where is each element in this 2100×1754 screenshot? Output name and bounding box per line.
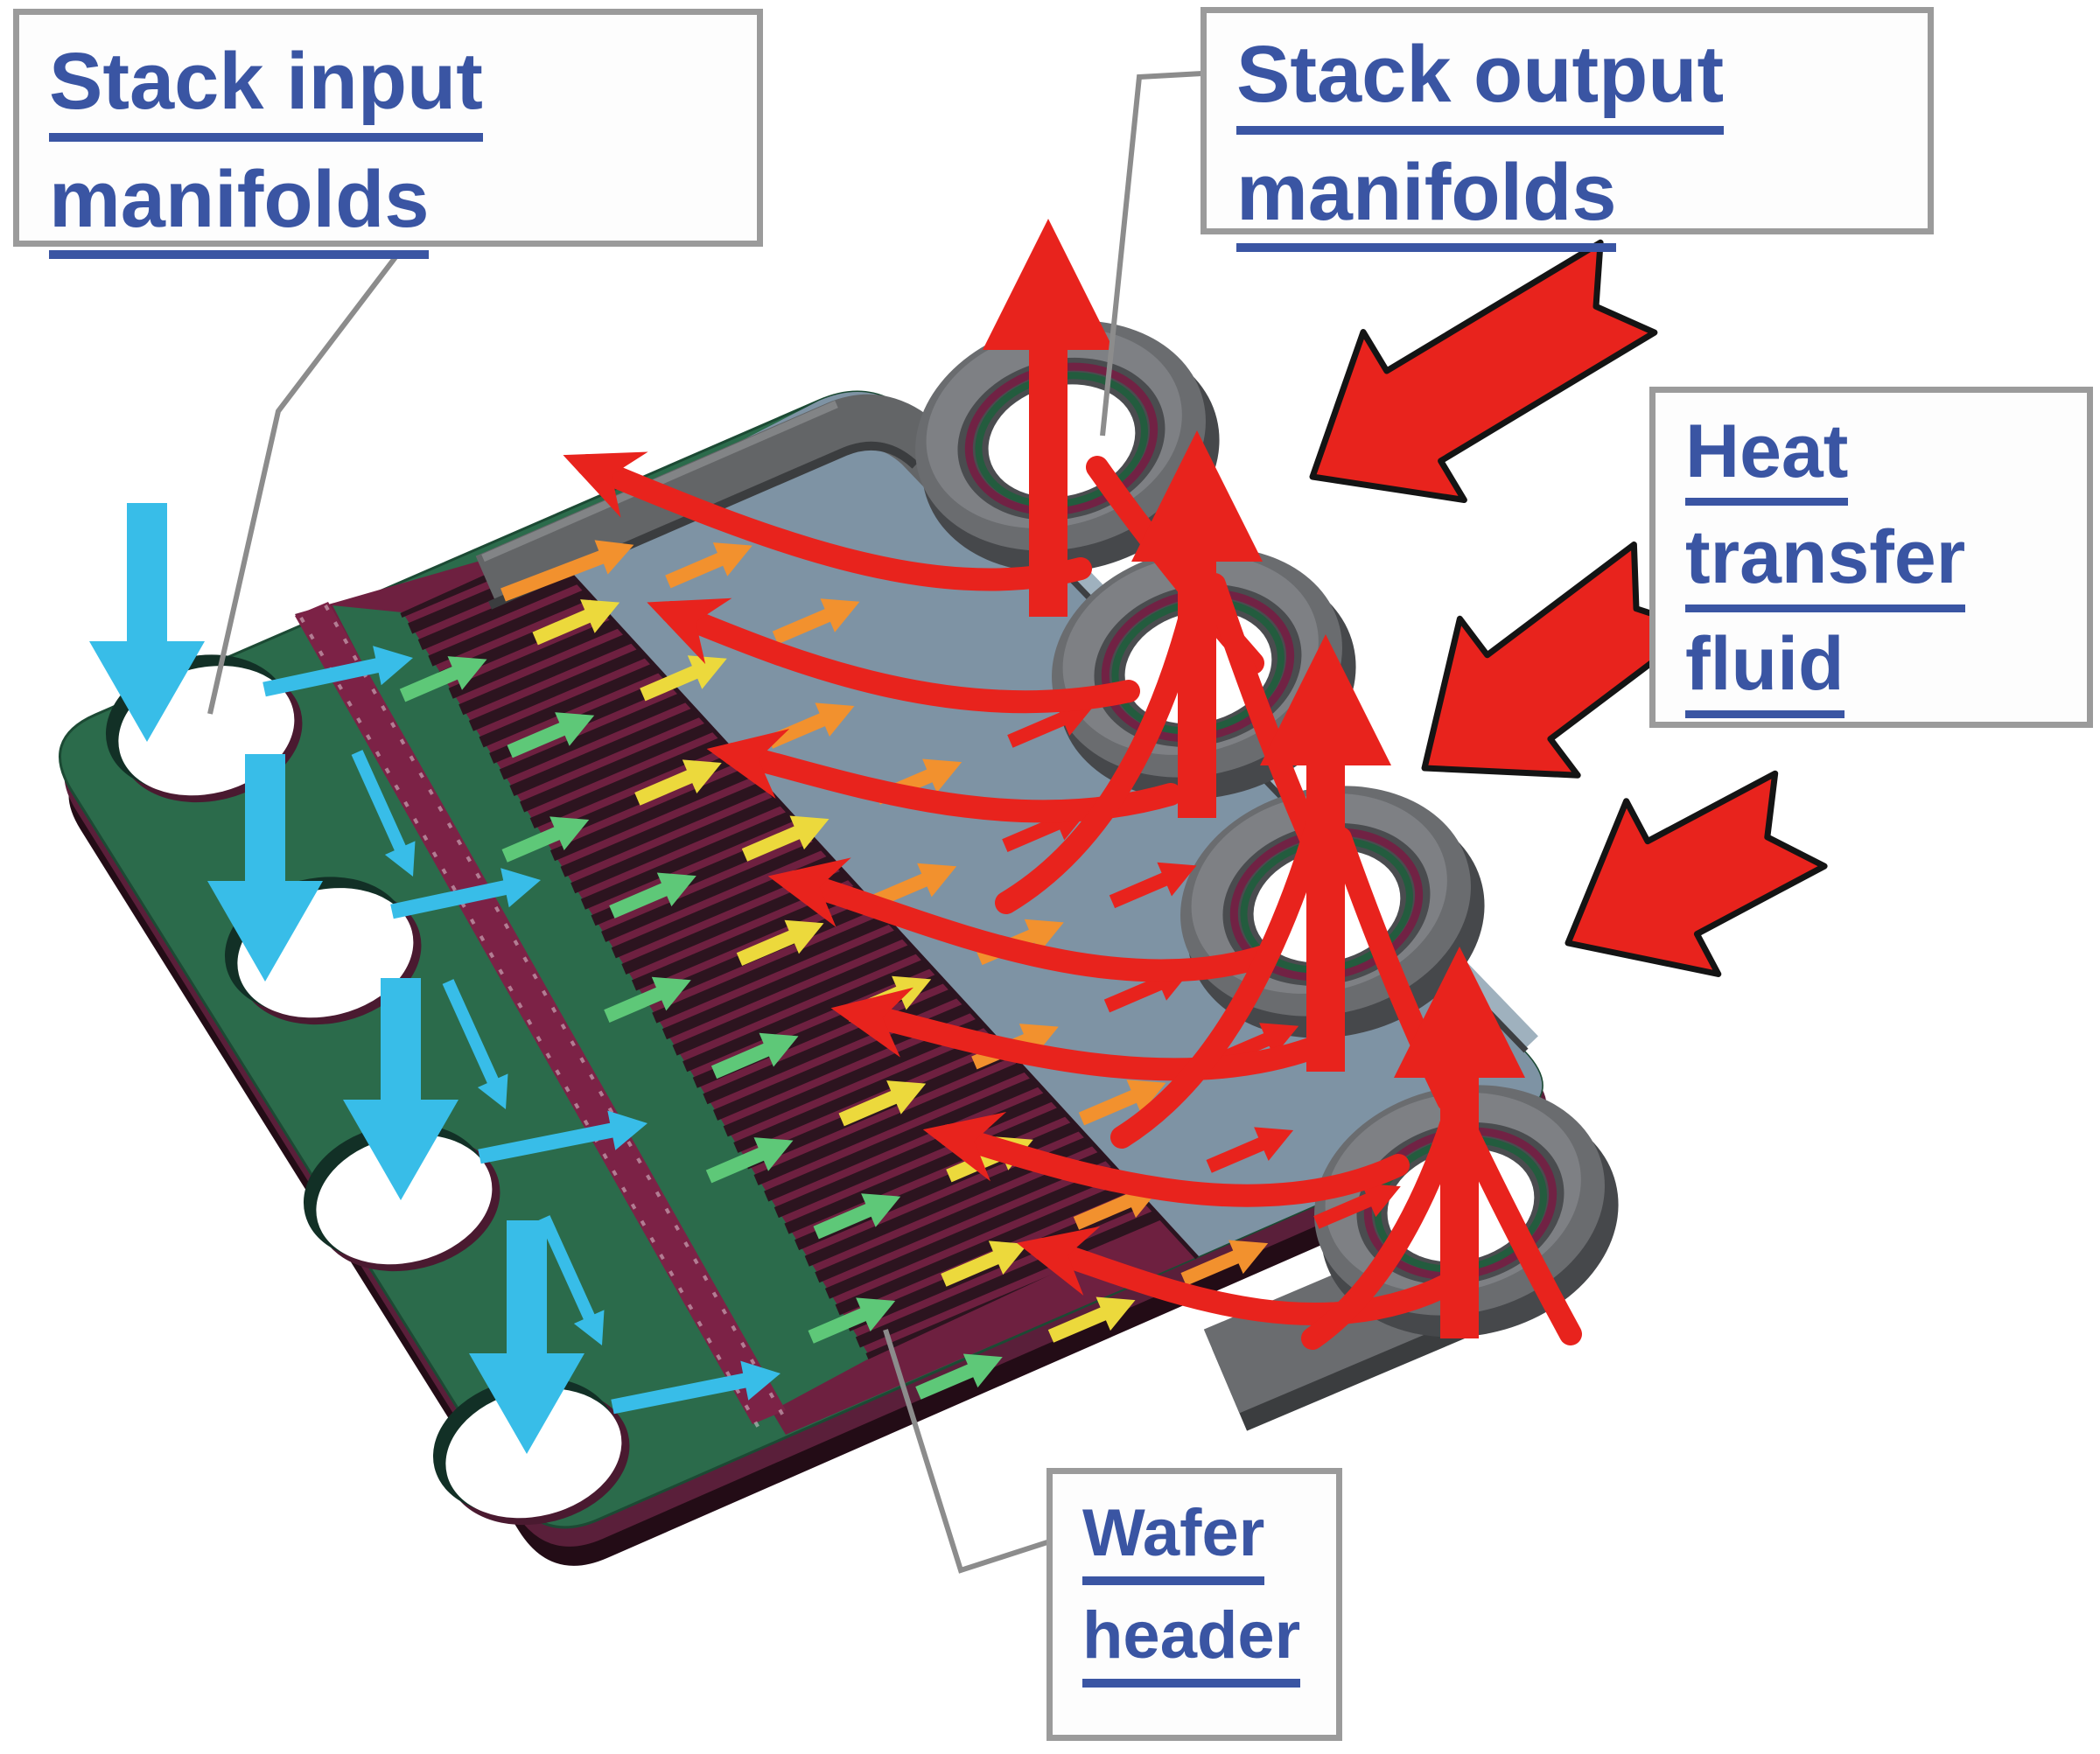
channel-flow-arrow bbox=[1047, 1296, 1136, 1343]
channel-flow-arrow bbox=[838, 1080, 927, 1127]
heat-transfer-fluid-arrow bbox=[1564, 770, 1828, 977]
label-row: Wafer bbox=[1082, 1495, 1306, 1586]
inlet-side-arrow bbox=[390, 868, 541, 919]
channel-flow-arrow bbox=[507, 712, 595, 758]
channel-flow-arrow bbox=[665, 542, 752, 589]
stack-input-arrow bbox=[89, 503, 205, 742]
label-stack-input-manifolds: Stack input manifolds bbox=[13, 9, 763, 260]
stack-input-arrow bbox=[207, 754, 323, 982]
wafer-header-bar bbox=[295, 602, 786, 1424]
label-row: Stack output bbox=[1236, 29, 1898, 135]
channel-flow-arrow bbox=[501, 816, 590, 863]
channel-flow-arrow bbox=[604, 976, 691, 1023]
channel-flow-arrow bbox=[772, 598, 860, 645]
label-text: fluid bbox=[1685, 625, 1844, 719]
label-text: Stack input bbox=[49, 39, 483, 142]
channel-flow-arrow bbox=[1109, 862, 1197, 909]
label-stack-output-manifolds: Stack output manifolds bbox=[1200, 7, 1934, 253]
leader-line bbox=[1100, 71, 1203, 437]
channel-flow-arrow bbox=[869, 863, 957, 909]
channel-flow-arrow bbox=[500, 540, 634, 602]
inlet-side-arrow bbox=[611, 1360, 780, 1415]
fluid-merge-curve bbox=[1203, 573, 1326, 858]
stack-output-arrow bbox=[1131, 430, 1263, 818]
label-row: manifolds bbox=[49, 154, 727, 260]
stack-input-arrow bbox=[343, 978, 458, 1200]
label-wafer-header: Wafer header bbox=[1046, 1468, 1342, 1741]
label-row: fluid bbox=[1685, 621, 2057, 719]
channel-flow-arrow bbox=[634, 759, 722, 806]
fluid-spread-arrow bbox=[767, 857, 1278, 982]
channel-flow-arrow bbox=[399, 656, 487, 702]
leader-line bbox=[883, 1329, 1051, 1574]
fluid-spread-arrow bbox=[1016, 1226, 1460, 1325]
channel-flow-arrow bbox=[532, 599, 620, 646]
heat-transfer-fluid-arrow bbox=[1309, 239, 1658, 503]
header-flow-arrow bbox=[442, 979, 508, 1109]
label-row: header bbox=[1082, 1597, 1306, 1688]
stack-input-arrow bbox=[469, 1220, 584, 1454]
channel-flow-arrow bbox=[813, 1193, 901, 1240]
fluid-merge-curve bbox=[995, 605, 1201, 914]
channel-flow-arrow bbox=[1180, 1240, 1269, 1286]
input-manifold-hole bbox=[303, 1123, 500, 1272]
label-text: header bbox=[1082, 1601, 1301, 1688]
label-text: transfer bbox=[1685, 519, 1966, 612]
stack-output-arrow bbox=[1260, 634, 1391, 1072]
label-row: Stack input bbox=[49, 36, 727, 142]
fluid-spread-arrow bbox=[830, 987, 1324, 1081]
fluid-merge-curve bbox=[1301, 1108, 1464, 1350]
label-row: manifolds bbox=[1236, 147, 1898, 253]
fluid-merge-curve bbox=[1454, 1117, 1582, 1345]
label-heat-transfer-fluid: Heat transfer fluid bbox=[1649, 387, 2093, 728]
channel-flow-arrow bbox=[609, 872, 696, 919]
channel-flow-arrow bbox=[1206, 1127, 1294, 1173]
fluid-spread-arrow bbox=[563, 451, 1092, 591]
channel-flow-arrow bbox=[915, 1353, 1003, 1400]
distribution-gap bbox=[332, 605, 871, 1419]
channel-flow-arrow bbox=[941, 1240, 1028, 1287]
channel-flow-arrow bbox=[808, 1297, 896, 1344]
header-flow-arrow bbox=[351, 750, 416, 877]
heat-transfer-fluid-arrow bbox=[1421, 542, 1701, 779]
flow-arrows bbox=[89, 219, 1828, 1454]
channel-flow-arrow bbox=[741, 815, 830, 862]
fluid-merge-curve bbox=[1110, 811, 1329, 1149]
channel-flow-arrow bbox=[736, 919, 824, 966]
header-flow-arrow bbox=[538, 1215, 605, 1345]
label-text: manifolds bbox=[1236, 150, 1617, 253]
channel-flow-arrow bbox=[1007, 702, 1095, 748]
channel-flow-arrow bbox=[1078, 1080, 1166, 1126]
inlet-side-arrow bbox=[478, 1110, 648, 1164]
label-text: manifolds bbox=[49, 157, 430, 260]
channel-flow-arrow bbox=[710, 1032, 799, 1080]
channel-flow-arrow bbox=[640, 655, 727, 702]
label-text: Wafer bbox=[1082, 1499, 1265, 1586]
label-text: Stack output bbox=[1236, 32, 1725, 135]
fluid-spread-arrow bbox=[922, 1112, 1410, 1207]
label-text: Heat bbox=[1685, 412, 1849, 507]
fluid-spread-arrow bbox=[647, 597, 1140, 714]
leader-line bbox=[207, 252, 401, 715]
inlet-side-arrow bbox=[262, 646, 413, 697]
label-row: transfer bbox=[1685, 514, 2057, 612]
stack-output-arrow bbox=[983, 219, 1114, 617]
leader-lines bbox=[207, 71, 1203, 1574]
label-row: Heat bbox=[1685, 409, 2057, 507]
channel-flow-arrow bbox=[705, 1137, 794, 1184]
stack-output-arrow bbox=[1394, 947, 1525, 1338]
channel-flow-arrow bbox=[1313, 1183, 1401, 1229]
